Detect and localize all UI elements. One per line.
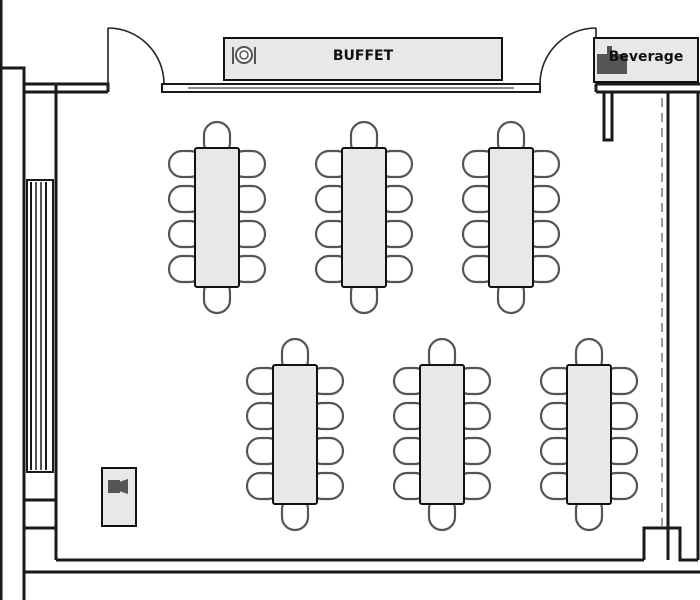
beverage-counter: Beverage — [593, 37, 699, 83]
banquet-table — [566, 364, 612, 505]
door-right[interactable] — [539, 27, 597, 92]
banquet-table — [488, 147, 534, 288]
banquet-table — [419, 364, 465, 505]
banquet-table — [194, 147, 240, 288]
table-group — [314, 120, 414, 315]
buffet-label: BUFFET — [333, 48, 394, 64]
podium — [101, 467, 137, 527]
table-group — [461, 120, 561, 315]
table-group — [539, 337, 639, 532]
table-group — [245, 337, 345, 532]
banquet-tables — [167, 120, 639, 532]
banquet-table — [272, 364, 318, 505]
beverage-label: Beverage — [609, 49, 684, 65]
table-group — [392, 337, 492, 532]
plate-and-utensils-icon — [232, 46, 256, 64]
door-left[interactable] — [107, 27, 165, 92]
table-group — [167, 120, 267, 315]
buffet-counter: BUFFET — [223, 37, 503, 81]
projector-icon — [108, 479, 128, 494]
banquet-table — [341, 147, 387, 288]
dispenser-icon — [597, 46, 627, 74]
